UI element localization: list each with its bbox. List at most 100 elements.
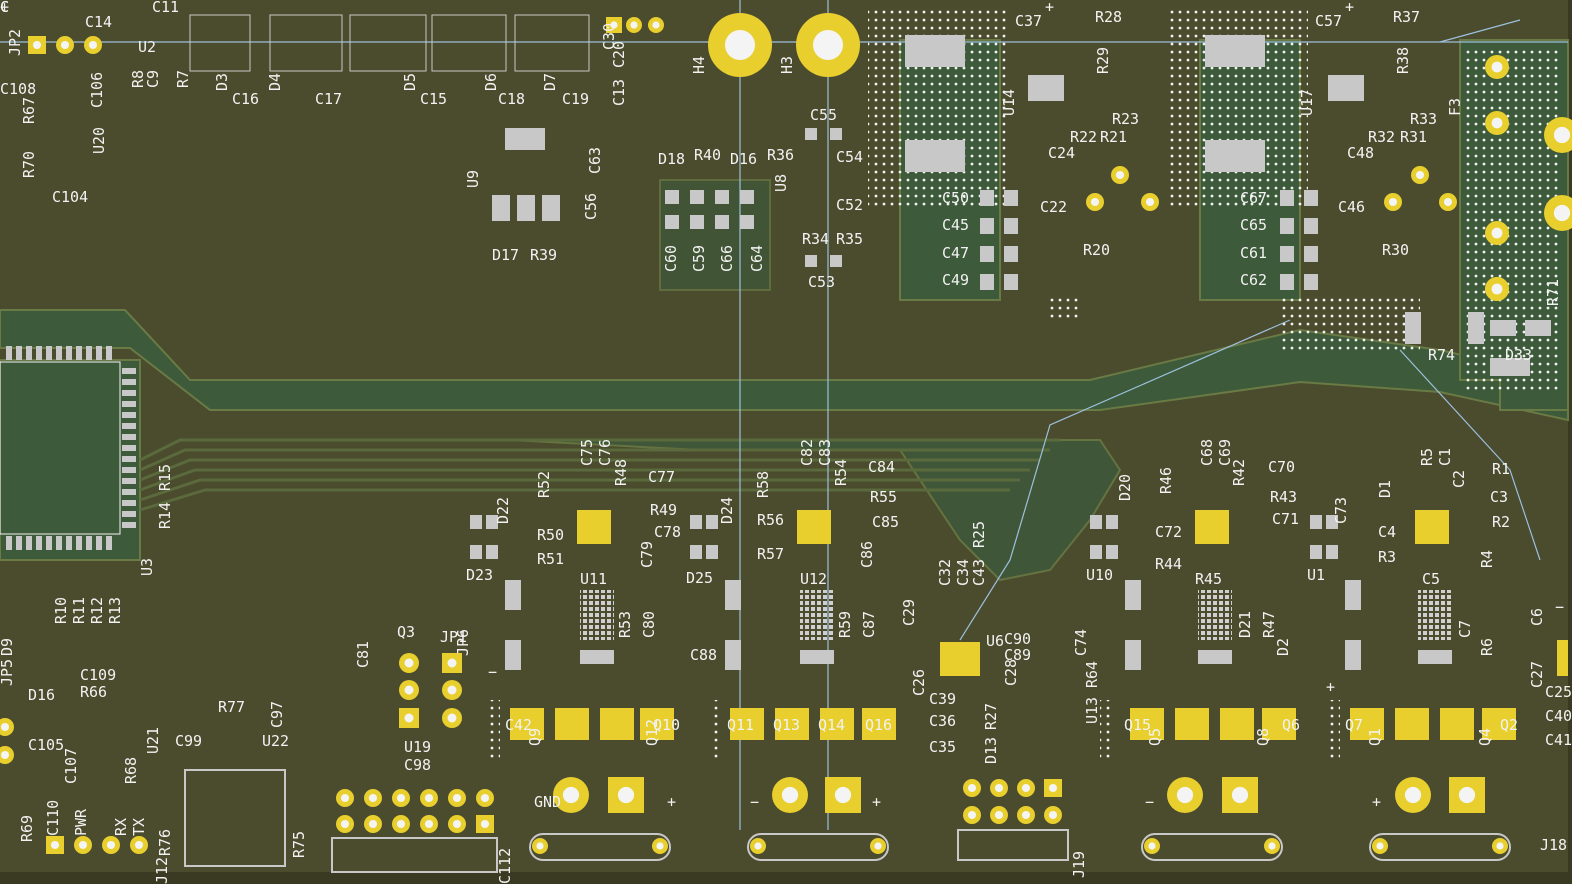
- mosfet-pad: [1482, 708, 1516, 740]
- silk-label: C97: [268, 700, 286, 728]
- silk-label: C22: [1040, 198, 1068, 216]
- silk-label: U2: [138, 38, 157, 56]
- drill-hole: [967, 783, 977, 793]
- silk-label: C85: [872, 513, 900, 531]
- drill-hole: [0, 722, 10, 732]
- drill-hole: [536, 842, 544, 850]
- silk-label: C66: [718, 244, 736, 272]
- silk-label: U22: [262, 732, 290, 750]
- silk-label: R32: [1368, 128, 1396, 146]
- drill-hole: [368, 793, 378, 803]
- drill-hole: [1553, 204, 1571, 222]
- silk-label: R36: [767, 146, 795, 164]
- silk-label: C53: [808, 273, 836, 291]
- silk-label: U9: [464, 169, 482, 188]
- drill-hole: [452, 793, 462, 803]
- silk-label: D17: [492, 246, 520, 264]
- silk-label: R45: [1195, 570, 1223, 588]
- drill-hole: [1491, 283, 1503, 295]
- drill-hole: [424, 793, 434, 803]
- ic-pin: [46, 536, 52, 550]
- silk-label: D4: [266, 72, 284, 91]
- drill-hole: [652, 21, 660, 29]
- drill-hole: [1231, 786, 1249, 804]
- courtyard-lines: [0, 0, 1568, 830]
- silk-label: R53: [616, 610, 634, 638]
- silk-label: R51: [537, 550, 565, 568]
- silk-label: R31: [1400, 128, 1428, 146]
- drill-hole: [754, 842, 762, 850]
- silk-label: C75: [578, 438, 596, 466]
- silk-label: R67: [20, 96, 38, 124]
- drill-hole: [50, 840, 60, 850]
- silk-label: C79: [638, 540, 656, 568]
- mosfet-pad: [1350, 708, 1384, 740]
- ic-pin: [96, 536, 102, 550]
- ic-pin: [36, 536, 42, 550]
- silk-label: C71: [1272, 510, 1300, 528]
- silk-label: R56: [757, 511, 785, 529]
- silk-label: C104: [52, 188, 89, 206]
- silk-label: D18: [658, 150, 686, 168]
- silk-label: C7: [1456, 619, 1474, 638]
- silk-label: C35: [929, 738, 957, 756]
- drill-hole: [1491, 227, 1503, 239]
- silk-label: C29: [900, 598, 918, 626]
- silk-label: C83: [816, 438, 834, 466]
- drill-hole: [1496, 842, 1504, 850]
- drill-hole: [994, 783, 1004, 793]
- drill-hole: [1021, 810, 1031, 820]
- silk-label: R27: [982, 702, 1000, 730]
- silk-label: C24: [1048, 144, 1076, 162]
- ic-pin: [6, 536, 12, 550]
- drill-hole: [967, 810, 977, 820]
- silk-label: Q3: [397, 623, 416, 641]
- silk-label: D24: [718, 496, 736, 524]
- silk-label: U8: [772, 173, 790, 192]
- drill-hole: [1388, 197, 1398, 207]
- silk-label: D6: [482, 72, 500, 91]
- silk-label: C43: [970, 558, 988, 586]
- silk-label: C72: [1155, 523, 1183, 541]
- silk-label: C74: [1072, 628, 1090, 656]
- silk-label: R77: [218, 698, 246, 716]
- silk-label: R39: [530, 246, 558, 264]
- drill-hole: [368, 819, 378, 829]
- silk-label: J12: [153, 856, 171, 884]
- ic-pin: [106, 346, 112, 360]
- silk-label: C109: [80, 666, 117, 684]
- silk-label: C68: [1198, 438, 1216, 466]
- silk-label: C37: [1015, 12, 1043, 30]
- silk-label: U19: [404, 738, 432, 756]
- bus-traces: [139, 438, 1060, 512]
- silk-label: D2: [1274, 637, 1292, 656]
- drill-hole: [874, 842, 882, 850]
- ic-pin: [122, 379, 136, 385]
- drill-hole: [404, 713, 414, 723]
- silk-label: C: [0, 0, 10, 16]
- bottom-slots: [184, 769, 1511, 873]
- silk-label: R55: [870, 488, 898, 506]
- silk-label: −: [750, 793, 760, 811]
- silk-label: R46: [1157, 466, 1175, 494]
- ic-pin: [46, 346, 52, 360]
- silk-label: +: [1045, 0, 1055, 16]
- silk-label: Q5: [1146, 727, 1164, 746]
- silk-label: R20: [1083, 241, 1111, 259]
- silk-label: Q1: [1366, 727, 1384, 746]
- silk-label: D16: [730, 150, 758, 168]
- ic-pin: [76, 346, 82, 360]
- silk-label: Q2: [1500, 716, 1519, 734]
- silk-label: R23: [1112, 110, 1140, 128]
- ic-pin: [106, 536, 112, 550]
- silk-label: −: [1555, 598, 1565, 616]
- drill-hole: [1176, 786, 1194, 804]
- drill-hole: [834, 786, 852, 804]
- silk-label: R40: [694, 146, 722, 164]
- drill-hole: [1491, 117, 1503, 129]
- silk-label: U10: [1086, 566, 1114, 584]
- drill-hole: [134, 840, 144, 850]
- silk-label: C3: [1490, 488, 1509, 506]
- mcu-u3: [0, 346, 136, 550]
